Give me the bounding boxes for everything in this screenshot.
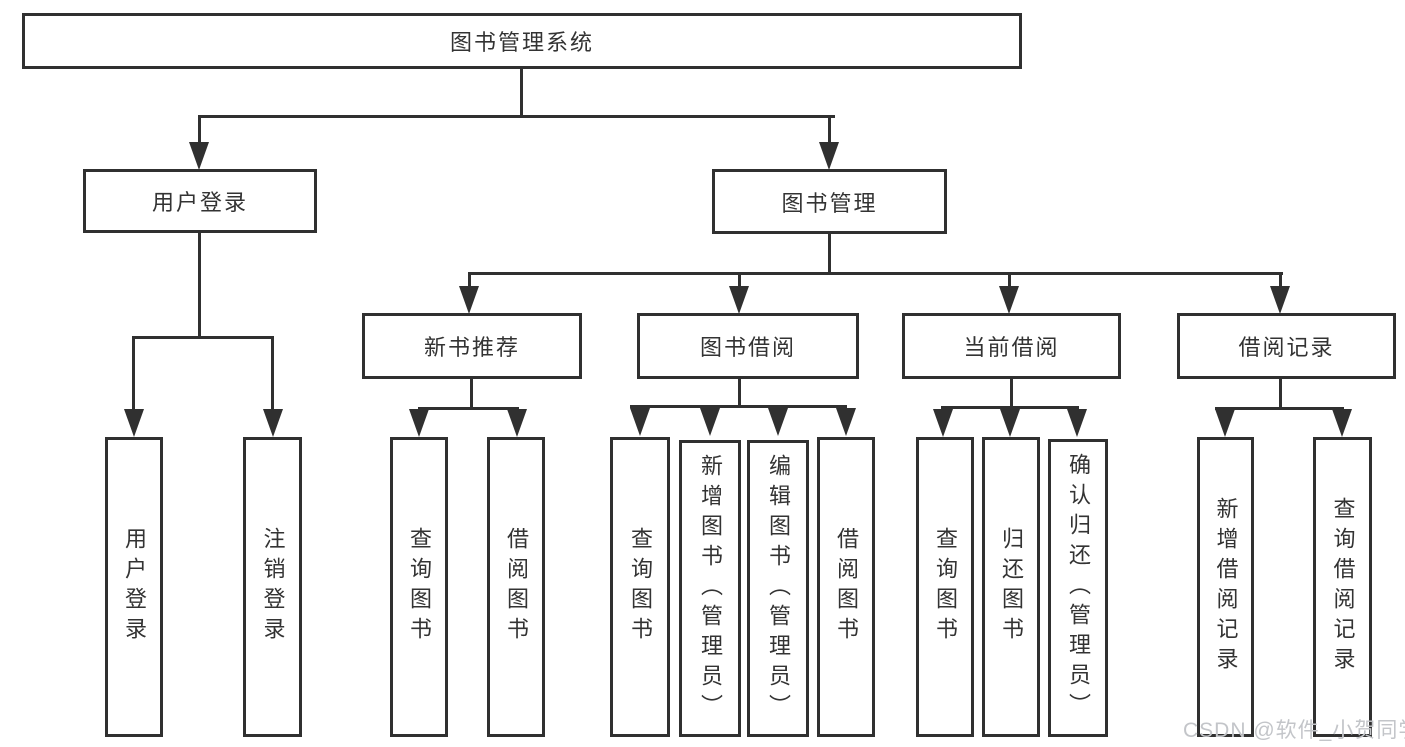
leaf-query-borrow-record-label: 查询借阅记录 [1330, 497, 1356, 677]
node-root-label: 图书管理系统 [449, 30, 594, 55]
arrow-down-icon [263, 409, 283, 437]
arrow-down-icon [729, 286, 749, 314]
node-root: 图书管理系统 [22, 13, 1022, 69]
leaf-borrow-query: 查询图书 [610, 437, 670, 737]
edge-bookmgmt-stem-4 [1279, 272, 1282, 288]
node-current-borrow: 当前借阅 [902, 313, 1121, 379]
arrow-down-icon [768, 408, 788, 436]
leaf-newbook-query-label: 查询图书 [407, 527, 432, 647]
arrow-down-icon [819, 142, 839, 170]
arrow-down-icon [1270, 286, 1290, 314]
leaf-confirm-return: 确认归还（管理员） [1048, 439, 1108, 737]
leaf-add-borrow-record: 新增借阅记录 [1197, 437, 1254, 737]
leaf-current-query: 查询图书 [916, 437, 974, 737]
leaf-borrow-add-book: 新增图书（管理员） [679, 440, 741, 737]
node-new-book-recommend: 新书推荐 [362, 313, 582, 379]
leaf-borrow-book: 借阅图书 [817, 437, 875, 737]
arrow-down-icon [189, 142, 209, 170]
leaf-newbook-query: 查询图书 [390, 437, 448, 737]
leaf-current-query-label: 查询图书 [933, 527, 958, 647]
leaf-logout-label: 注销登录 [260, 527, 286, 647]
edge-bookmgmt-stem-1 [468, 272, 471, 288]
node-borrow-records-label: 借阅记录 [1238, 335, 1335, 360]
node-book-management-label: 图书管理 [781, 190, 878, 216]
edge-bookmgmt-stem-2 [738, 272, 741, 288]
edge-bookmgmt-vline [828, 234, 831, 274]
edge-currentborrow-vline [1010, 379, 1013, 408]
arrow-down-icon [459, 286, 479, 314]
edge-root-vline [520, 68, 523, 118]
arrow-down-icon [836, 408, 856, 436]
edge-newbook-vline [470, 379, 473, 409]
node-borrow-records: 借阅记录 [1177, 313, 1396, 379]
leaf-borrow-edit-book-label: 编辑图书（管理员） [766, 453, 791, 724]
node-book-management: 图书管理 [712, 169, 947, 234]
edge-root-stem-left [198, 115, 201, 143]
edge-borrowrecords-hline [1215, 407, 1344, 410]
leaf-borrow-book-label: 借阅图书 [834, 527, 859, 647]
edge-userlogin-vline [198, 233, 201, 339]
edge-bookborrow-hline [630, 405, 847, 408]
node-book-borrow-label: 图书借阅 [699, 335, 796, 360]
edge-bookborrow-vline [738, 379, 741, 407]
node-new-book-recommend-label: 新书推荐 [423, 335, 520, 360]
edge-newbook-hline [418, 407, 519, 410]
arrow-down-icon [700, 408, 720, 436]
arrow-down-icon [999, 286, 1019, 314]
edge-userlogin-hline [132, 336, 274, 339]
arrow-down-icon [1332, 409, 1352, 437]
csdn-watermark: CSDN @软件_小贺同学 [1183, 719, 1405, 742]
node-user-login-label: 用户登录 [151, 190, 248, 215]
leaf-borrow-query-label: 查询图书 [628, 527, 653, 647]
edge-root-stem-right [828, 115, 831, 143]
edge-borrowrecords-vline [1279, 379, 1282, 409]
leaf-add-borrow-record-label: 新增借阅记录 [1213, 497, 1239, 677]
leaf-newbook-borrow-label: 借阅图书 [504, 527, 529, 647]
arrow-down-icon [409, 409, 429, 437]
leaf-borrow-add-book-label: 新增图书（管理员） [698, 453, 723, 724]
leaf-newbook-borrow: 借阅图书 [487, 437, 545, 737]
edge-userlogin-stem-right [271, 336, 274, 410]
edge-currentborrow-hline [941, 406, 1079, 409]
leaf-user-login-label: 用户登录 [122, 527, 147, 647]
leaf-query-borrow-record: 查询借阅记录 [1313, 437, 1372, 737]
leaf-borrow-edit-book: 编辑图书（管理员） [747, 440, 809, 737]
edge-userlogin-stem-left [132, 336, 135, 410]
leaf-confirm-return-label: 确认归还（管理员） [1066, 453, 1091, 723]
leaf-user-login: 用户登录 [105, 437, 163, 737]
leaf-return-book-label: 归还图书 [999, 527, 1024, 647]
arrow-down-icon [124, 409, 144, 437]
node-current-borrow-label: 当前借阅 [963, 335, 1060, 360]
arrow-down-icon [507, 409, 527, 437]
edge-bookmgmt-hline [468, 272, 1283, 275]
arrow-down-icon [1215, 409, 1235, 437]
edge-root-hline [198, 115, 835, 118]
node-book-borrow: 图书借阅 [637, 313, 859, 379]
arrow-down-icon [933, 409, 953, 437]
arrow-down-icon [630, 408, 650, 436]
node-user-login: 用户登录 [83, 169, 317, 233]
leaf-logout: 注销登录 [243, 437, 302, 737]
edge-bookmgmt-stem-3 [1008, 272, 1011, 288]
leaf-return-book: 归还图书 [982, 437, 1040, 737]
arrow-down-icon [1000, 409, 1020, 437]
arrow-down-icon [1067, 409, 1087, 437]
